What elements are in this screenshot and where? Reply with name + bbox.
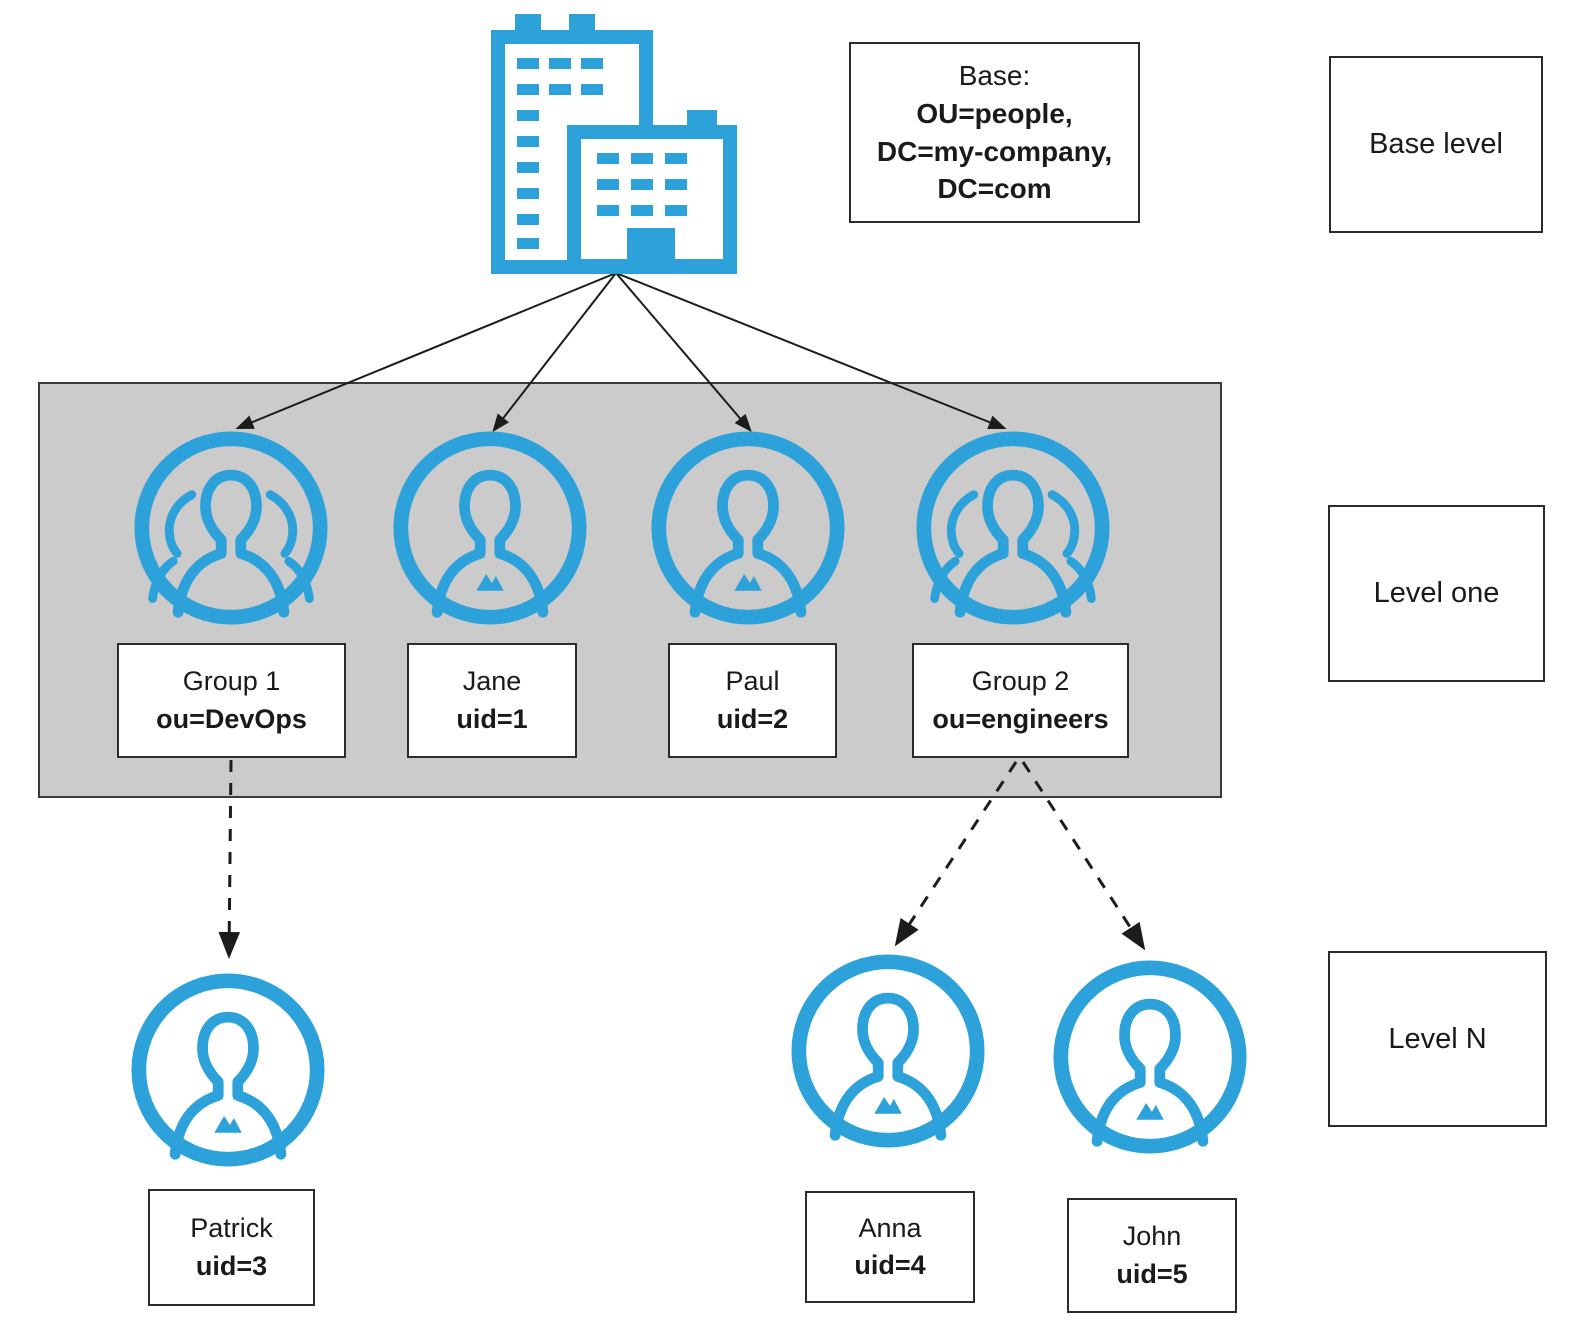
legend-base-level: Base level xyxy=(1329,56,1543,233)
legend-level-n-label: Level N xyxy=(1388,1022,1487,1055)
node-name: Jane xyxy=(462,666,522,697)
user-icon xyxy=(790,953,986,1149)
legend-base-level-label: Base level xyxy=(1369,128,1503,160)
node-name: Group 1 xyxy=(182,666,281,697)
node-label-group1: Group 1 ou=DevOps xyxy=(117,643,346,758)
node-attr: ou=DevOps xyxy=(156,703,307,734)
node-attr: uid=1 xyxy=(456,703,528,734)
user-icon xyxy=(130,972,326,1168)
node-label-anna: Anna uid=4 xyxy=(805,1191,975,1303)
group-icon xyxy=(915,430,1111,626)
node-label-paul: Paul uid=2 xyxy=(668,643,837,758)
node-label-group2: Group 2 ou=engineers xyxy=(912,643,1129,758)
node-attr: uid=2 xyxy=(716,703,789,734)
legend-level-n: Level N xyxy=(1328,951,1547,1127)
user-icon xyxy=(392,430,588,626)
base-dn-line: DC=my-company, xyxy=(876,135,1113,167)
base-dn-title: Base: xyxy=(958,60,1031,92)
node-label-patrick: Patrick uid=3 xyxy=(148,1189,315,1306)
user-icon xyxy=(1052,959,1248,1155)
node-name: Paul xyxy=(725,666,780,697)
node-attr: uid=4 xyxy=(854,1250,926,1280)
node-label-jane: Jane uid=1 xyxy=(407,643,577,758)
node-name: Group 2 xyxy=(971,666,1070,697)
group-icon xyxy=(133,430,329,626)
node-name: Patrick xyxy=(190,1213,273,1244)
legend-level-one: Level one xyxy=(1328,505,1545,682)
node-attr: uid=5 xyxy=(1116,1258,1188,1289)
node-name: John xyxy=(1122,1221,1182,1252)
node-attr: ou=engineers xyxy=(932,703,1109,734)
base-dn-line: OU=people, xyxy=(916,97,1073,129)
user-icon xyxy=(650,430,846,626)
organization-building-icon xyxy=(491,10,739,274)
legend-level-one-label: Level one xyxy=(1373,577,1500,609)
base-dn-line: DC=com xyxy=(937,173,1052,205)
node-name: Anna xyxy=(858,1212,922,1243)
base-dn-box: Base: OU=people, DC=my-company, DC=com xyxy=(849,42,1140,223)
node-attr: uid=3 xyxy=(195,1250,268,1281)
node-label-john: John uid=5 xyxy=(1067,1198,1237,1313)
